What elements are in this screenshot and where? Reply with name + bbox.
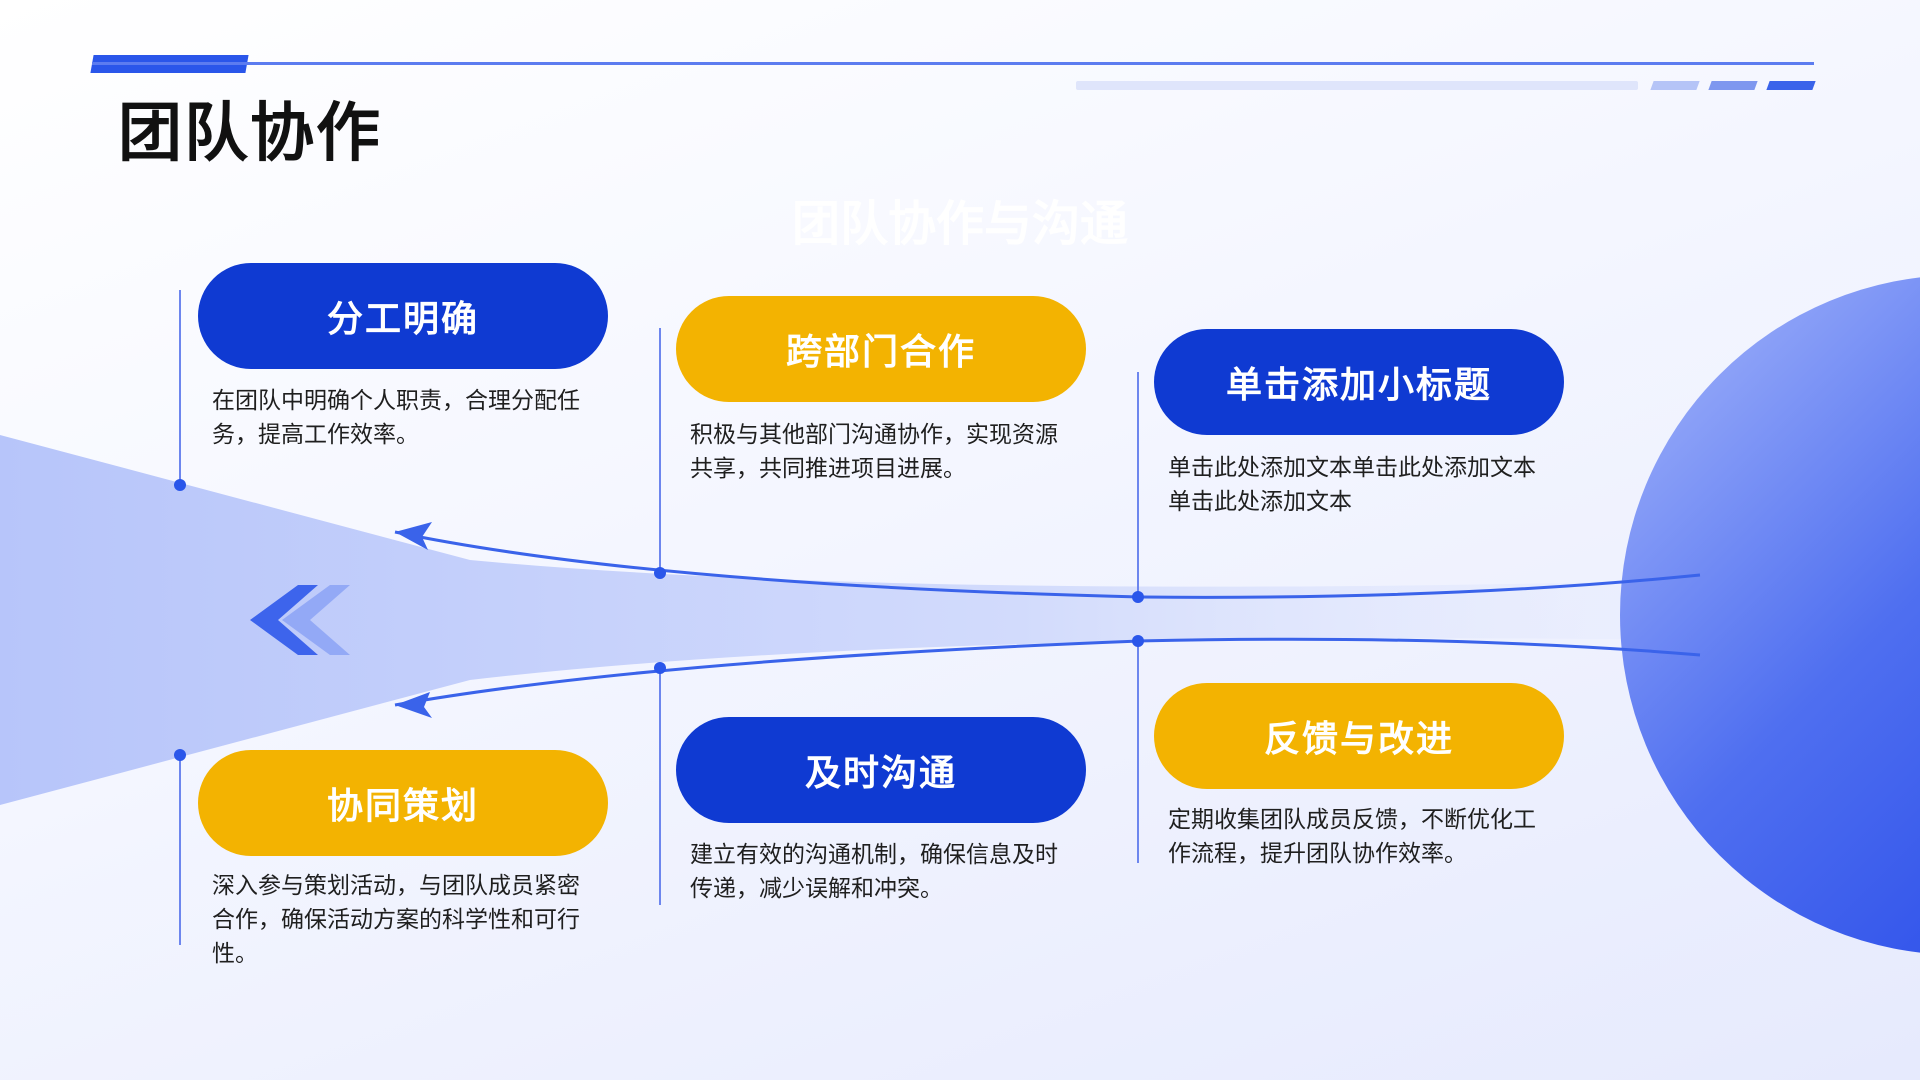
item-2-pill: 跨部门合作 — [676, 296, 1086, 402]
item-4-desc: 深入参与策划活动，与团队成员紧密合作，确保活动方案的科学性和可行性。 — [212, 873, 580, 967]
item-6-pill: 反馈与改进 — [1154, 683, 1564, 789]
header-decor-dash — [1650, 81, 1700, 90]
arrowhead-lower — [395, 692, 432, 718]
subtitle: 团队协作与沟通 — [791, 196, 1128, 252]
header-divider-line — [92, 62, 1814, 65]
flow-line-upper — [394, 530, 1701, 599]
item-3-pill: 单击添加小标题 — [1154, 329, 1564, 435]
vertical-connectors — [179, 290, 1139, 945]
page-title: 团队协作 — [118, 97, 382, 171]
item-6-desc: 定期收集团队成员反馈，不断优化工作流程，提升团队协作效率。 — [1168, 807, 1536, 867]
item-5-desc: 建立有效的沟通机制，确保信息及时传递，减少误解和冲突。 — [690, 842, 1058, 902]
arrowhead-upper — [395, 522, 432, 550]
header-decor-dash — [1766, 81, 1816, 90]
background-wedge — [0, 435, 1700, 805]
flow-line-lower — [394, 637, 1701, 707]
item-5-pill: 及时沟通 — [676, 717, 1086, 823]
item-1-desc: 在团队中明确个人职责，合理分配任务，提高工作效率。 — [212, 388, 580, 448]
decor-circle — [1620, 277, 1920, 953]
header-decor-dash — [1708, 81, 1758, 90]
item-3-desc: 单击此处添加文本单击此处添加文本单击此处添加文本 — [1168, 455, 1536, 515]
item-4-pill: 协同策划 — [198, 750, 608, 856]
header-decor-bar — [1076, 81, 1638, 90]
item-1-pill: 分工明确 — [198, 263, 608, 369]
connector-dots — [174, 479, 1144, 761]
double-chevron-left-icon — [250, 585, 350, 655]
item-2-desc: 积极与其他部门沟通协作，实现资源共享，共同推进项目进展。 — [690, 422, 1058, 482]
